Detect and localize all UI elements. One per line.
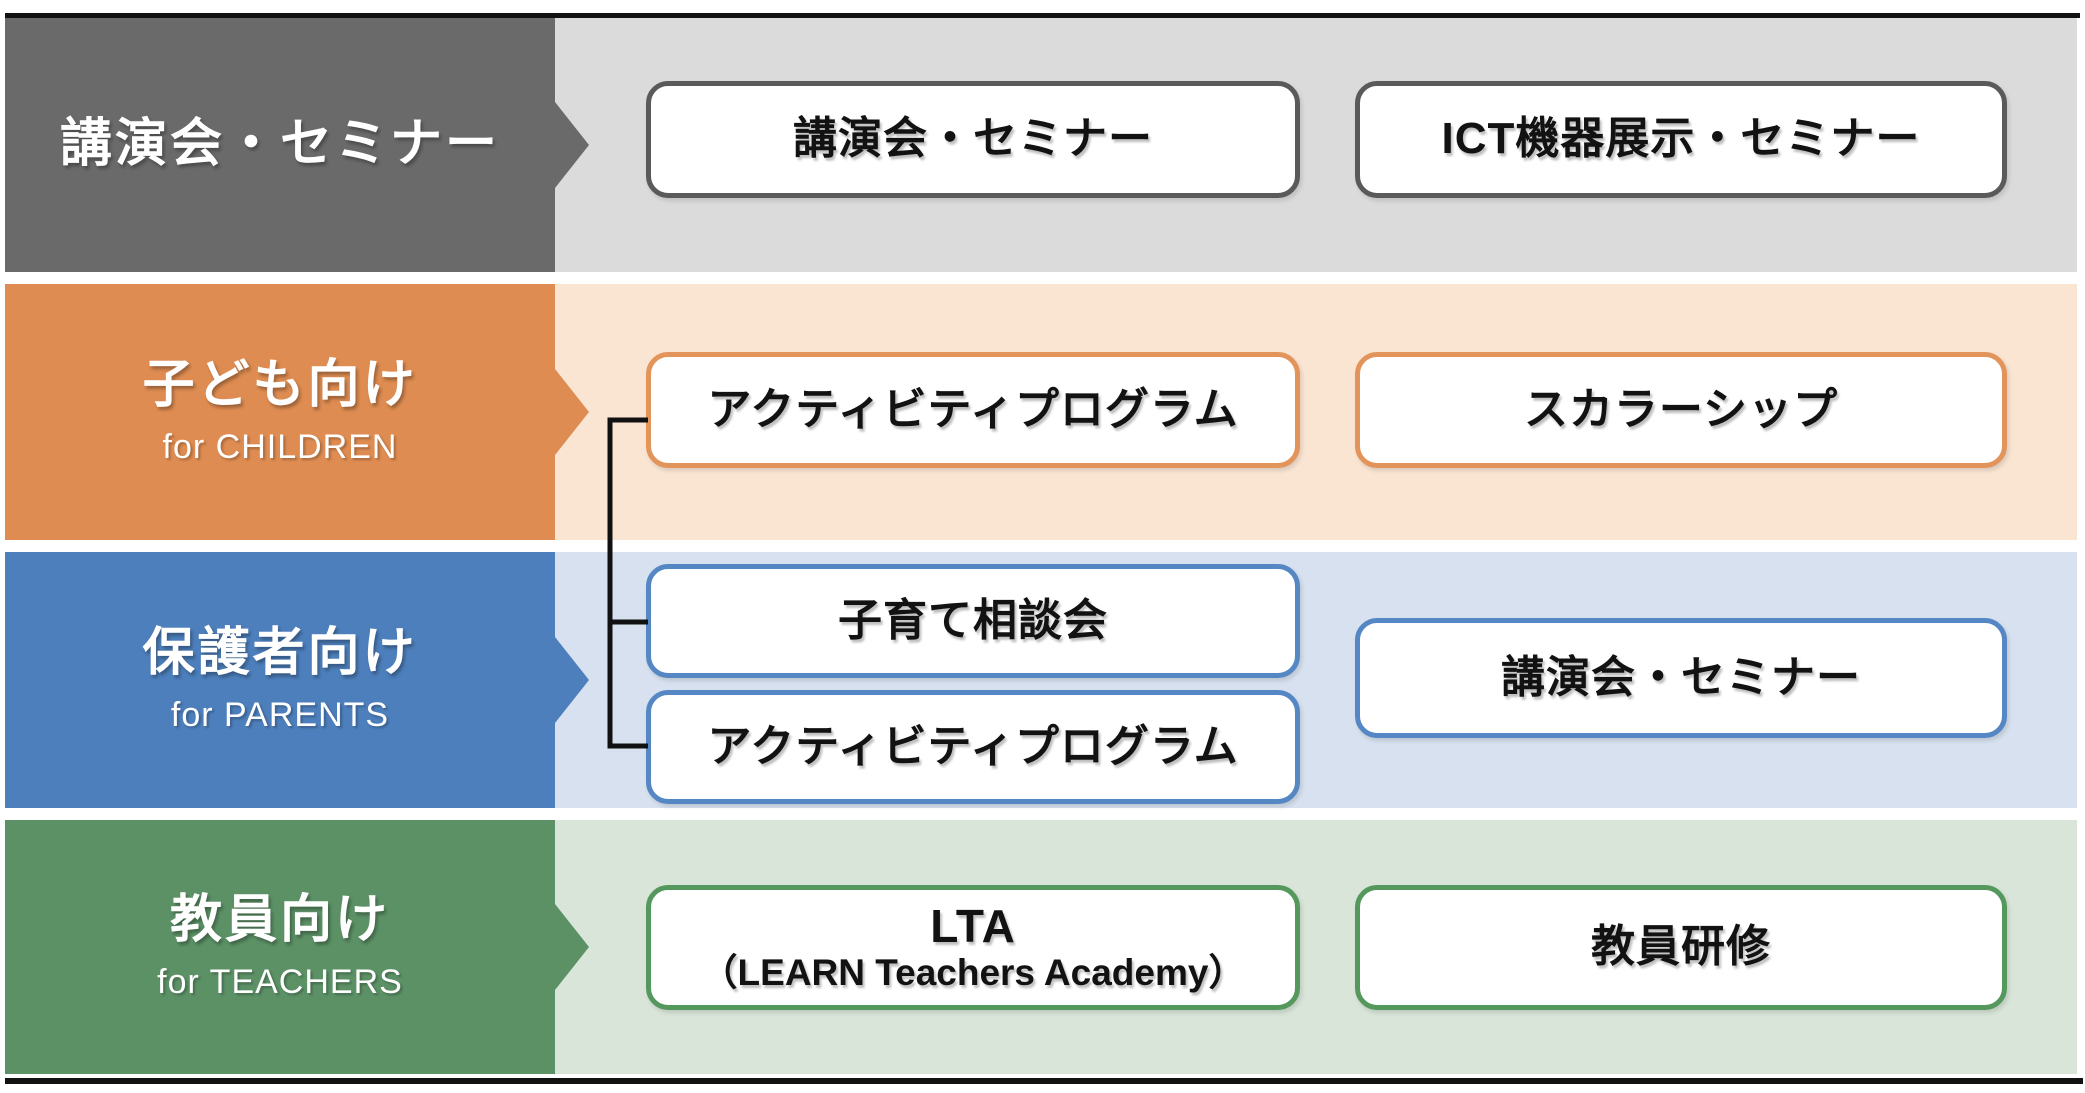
- program-box-teacher-training: 教員研修: [1355, 885, 2007, 1010]
- arrow-right-icon: [555, 102, 589, 188]
- program-box-scholarship: スカラーシップ: [1355, 352, 2007, 468]
- bottom-rule: [5, 1078, 2083, 1084]
- band-label: 教員向け: [169, 890, 390, 949]
- band-seminars-label-block: 講演会・セミナー: [5, 18, 555, 272]
- band-sublabel: for PARENTS: [170, 696, 390, 735]
- band-children: 子ども向け for CHILDREN アクティビティプログラム スカラーシップ: [5, 284, 2077, 540]
- band-parents: 保護者向け for PARENTS 子育て相談会 アクティビティプログラム 講演…: [5, 552, 2077, 808]
- band-label: 講演会・セミナー: [59, 115, 500, 174]
- band-label: 子ども向け: [142, 355, 418, 414]
- band-seminars: 講演会・セミナー 講演会・セミナー ICT機器展示・セミナー: [5, 18, 2077, 272]
- band-parents-label-block: 保護者向け for PARENTS: [5, 552, 555, 808]
- program-box-activity-parents: アクティビティプログラム: [646, 690, 1300, 804]
- band-sublabel: for TEACHERS: [157, 963, 403, 1002]
- program-box-seminar-parents: 講演会・セミナー: [1355, 618, 2007, 738]
- band-teachers: 教員向け for TEACHERS LTA （LEARN Teachers Ac…: [5, 820, 2077, 1074]
- program-box-parenting-consult: 子育て相談会: [646, 564, 1300, 678]
- arrow-right-icon: [555, 637, 589, 723]
- arrow-right-icon: [555, 369, 589, 455]
- program-box-activity-children: アクティビティプログラム: [646, 352, 1300, 468]
- band-label: 保護者向け: [142, 623, 418, 682]
- program-box-lta: LTA （LEARN Teachers Academy）: [646, 885, 1300, 1010]
- arrow-right-icon: [555, 904, 589, 990]
- program-box-ict-expo: ICT機器展示・セミナー: [1355, 81, 2007, 198]
- top-rule: [5, 13, 2080, 18]
- band-sublabel: for CHILDREN: [162, 428, 398, 467]
- program-box-seminar: 講演会・セミナー: [646, 81, 1300, 198]
- band-teachers-label-block: 教員向け for TEACHERS: [5, 820, 555, 1074]
- band-children-label-block: 子ども向け for CHILDREN: [5, 284, 555, 540]
